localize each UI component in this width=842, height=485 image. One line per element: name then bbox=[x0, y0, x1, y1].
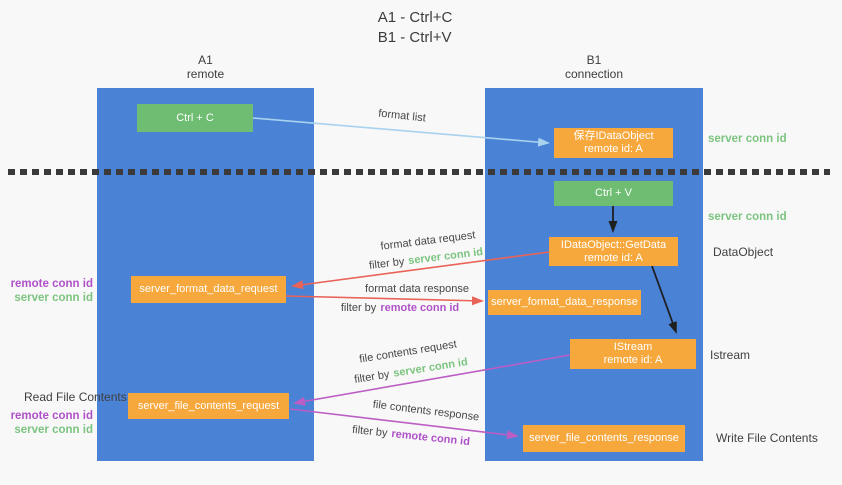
lane-a1-name: A1 bbox=[198, 53, 213, 67]
node-istream-line2: remote id: A bbox=[603, 354, 663, 366]
format-data-response-text: format data response bbox=[365, 283, 469, 295]
title-line-1: A1 - Ctrl+C bbox=[377, 9, 453, 26]
lane-header-b1: B1 connection bbox=[485, 53, 703, 81]
side-label-write-file-contents: Write File Contents bbox=[716, 431, 818, 445]
node-ctrl-c: Ctrl + C bbox=[137, 104, 253, 132]
node-ctrl-c-label: Ctrl + C bbox=[176, 111, 214, 124]
node-server-format-data-request: server_format_data_request bbox=[131, 276, 286, 303]
diagram-title: A1 - Ctrl+C B1 - Ctrl+V bbox=[378, 8, 453, 48]
lane-a1-subtitle: remote bbox=[186, 67, 225, 81]
read-file-contents-text: Read File Contents bbox=[24, 390, 127, 404]
side-label-istream: Istream bbox=[710, 348, 750, 362]
arrow-file-contents-request bbox=[293, 354, 571, 406]
node-idataobject-getdata-line1: IDataObject::GetData bbox=[560, 238, 667, 251]
title-line-2: B1 - Ctrl+V bbox=[377, 29, 452, 46]
node-ctrl-v-label: Ctrl + V bbox=[595, 187, 632, 199]
filter-by-text: filter by bbox=[340, 302, 377, 314]
server-conn-id-text: server conn id bbox=[14, 291, 93, 304]
arrow-format-data-response bbox=[285, 295, 484, 306]
write-file-contents-text: Write File Contents bbox=[716, 431, 818, 445]
lane-b1-name: B1 bbox=[586, 53, 602, 67]
side-label-dataobject: DataObject bbox=[713, 245, 773, 259]
server-conn-id-text: server conn id bbox=[708, 133, 787, 145]
side-label-read-file-contents: Read File Contents bbox=[24, 390, 127, 404]
lane-header-a1: A1 remote bbox=[97, 53, 314, 81]
side-label-conn-ids-bottom: remote conn id server conn id bbox=[10, 410, 93, 437]
session-divider-dotted-line bbox=[8, 169, 830, 175]
istream-text: Istream bbox=[710, 348, 751, 362]
node-server-file-contents-response: server_file_contents_response bbox=[523, 425, 685, 452]
node-istream-line1: IStream bbox=[613, 341, 653, 353]
arrow-getdata-to-istream bbox=[651, 265, 677, 334]
node-idataobject-getdata-line2: remote id: A bbox=[584, 251, 643, 264]
node-save-idataobject: 保存IDataObject remote id: A bbox=[554, 128, 673, 158]
arrow-format-list bbox=[252, 117, 550, 147]
arrow-file-contents-response bbox=[289, 408, 519, 440]
dataobject-text: DataObject bbox=[713, 245, 774, 259]
side-label-conn-ids-top: remote conn id server conn id bbox=[10, 278, 93, 305]
node-server-file-contents-request-label: server_file_contents_request bbox=[137, 399, 280, 412]
side-label-server-conn-id-top: server conn id bbox=[708, 133, 787, 145]
node-server-format-data-response: server_format_data_response bbox=[488, 290, 641, 315]
node-save-idataobject-line2: remote id: A bbox=[584, 143, 643, 155]
node-server-format-data-request-label: server_format_data_request bbox=[139, 283, 278, 295]
node-server-file-contents-request: server_file_contents_request bbox=[128, 393, 289, 419]
remote-conn-id-text: remote conn id bbox=[10, 278, 93, 290]
node-save-idataobject-line1: 保存IDataObject bbox=[573, 130, 654, 142]
server-conn-id-text: server conn id bbox=[14, 423, 93, 436]
node-istream: IStream remote id: A bbox=[570, 339, 696, 369]
arrow-format-data-request bbox=[291, 251, 550, 290]
node-ctrl-v: Ctrl + V bbox=[554, 181, 673, 206]
remote-conn-id-text: remote conn id bbox=[10, 410, 93, 422]
node-idataobject-getdata: IDataObject::GetData remote id: A bbox=[549, 237, 678, 266]
node-server-format-data-response-label: server_format_data_response bbox=[491, 296, 638, 308]
server-conn-id-text: server conn id bbox=[708, 211, 787, 223]
side-label-server-conn-id-mid: server conn id bbox=[708, 211, 787, 223]
edge-label-format-data-response: format data response bbox=[365, 283, 469, 295]
lane-b1-subtitle: connection bbox=[564, 67, 624, 81]
node-server-file-contents-response-label: server_file_contents_response bbox=[529, 432, 679, 444]
remote-conn-id-text: remote conn id bbox=[380, 302, 460, 314]
